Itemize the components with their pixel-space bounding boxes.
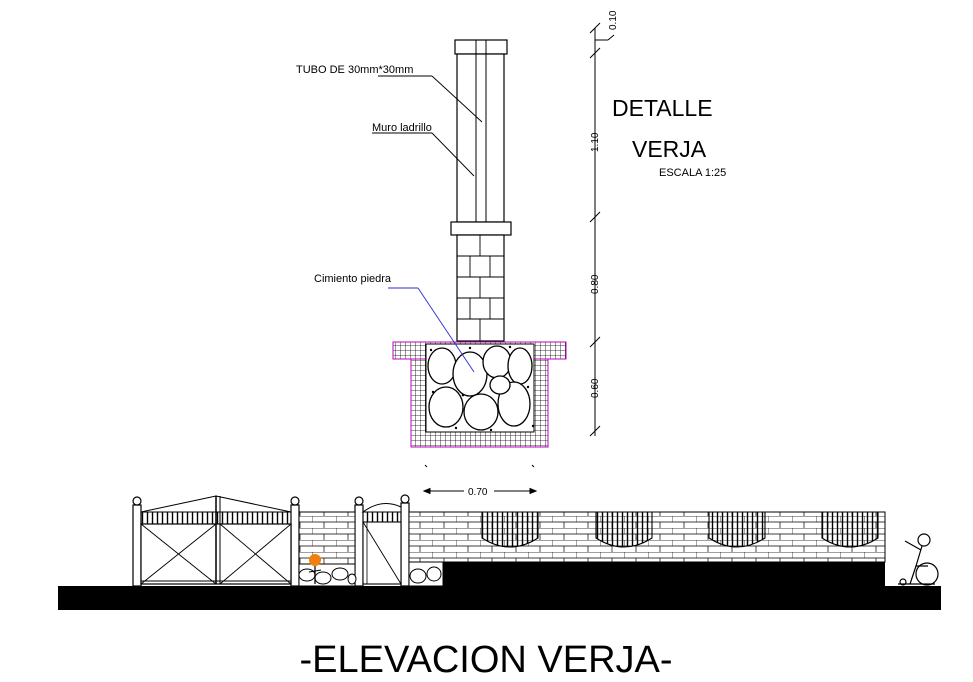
elevation-title: -ELEVACION VERJA- — [299, 639, 672, 681]
pedestrian-gate — [361, 502, 402, 585]
vertical-dimension — [589, 22, 615, 437]
brick-segment — [298, 511, 356, 565]
detail-scale: ESCALA 1:25 — [659, 167, 726, 179]
wheelchair-figure — [898, 533, 939, 586]
tube-section — [456, 53, 505, 223]
detail-title-line1: DETALLE — [612, 95, 713, 121]
dim-lower: 0.60 — [590, 378, 601, 398]
dim-upper: 1.10 — [590, 132, 601, 152]
column-detail — [392, 39, 567, 468]
ground-slab — [58, 586, 941, 610]
brick-wall-label: Muro ladrillo — [372, 122, 432, 134]
detail-title-line2: VERJA — [632, 136, 707, 162]
dim-top: 0.10 — [608, 10, 619, 30]
dim-width: 0.70 — [468, 487, 488, 498]
railing-panels — [481, 511, 879, 548]
child-figure — [308, 554, 322, 584]
detail-annotations: TUBO DE 30mm*30mm Muro ladrillo Cimiento… — [296, 64, 483, 373]
stone-foundation — [392, 341, 567, 468]
main-gate — [140, 495, 292, 585]
column-collar — [450, 221, 512, 236]
brick-pillar — [456, 234, 505, 342]
horizontal-dimension — [422, 487, 538, 495]
fence-elevation — [58, 494, 941, 610]
raised-base — [443, 562, 885, 586]
column-cap — [454, 39, 508, 55]
dim-middle: 0.80 — [590, 274, 601, 294]
tube-label: TUBO DE 30mm*30mm — [296, 64, 413, 76]
foundation-label: Cimiento piedra — [314, 273, 392, 285]
